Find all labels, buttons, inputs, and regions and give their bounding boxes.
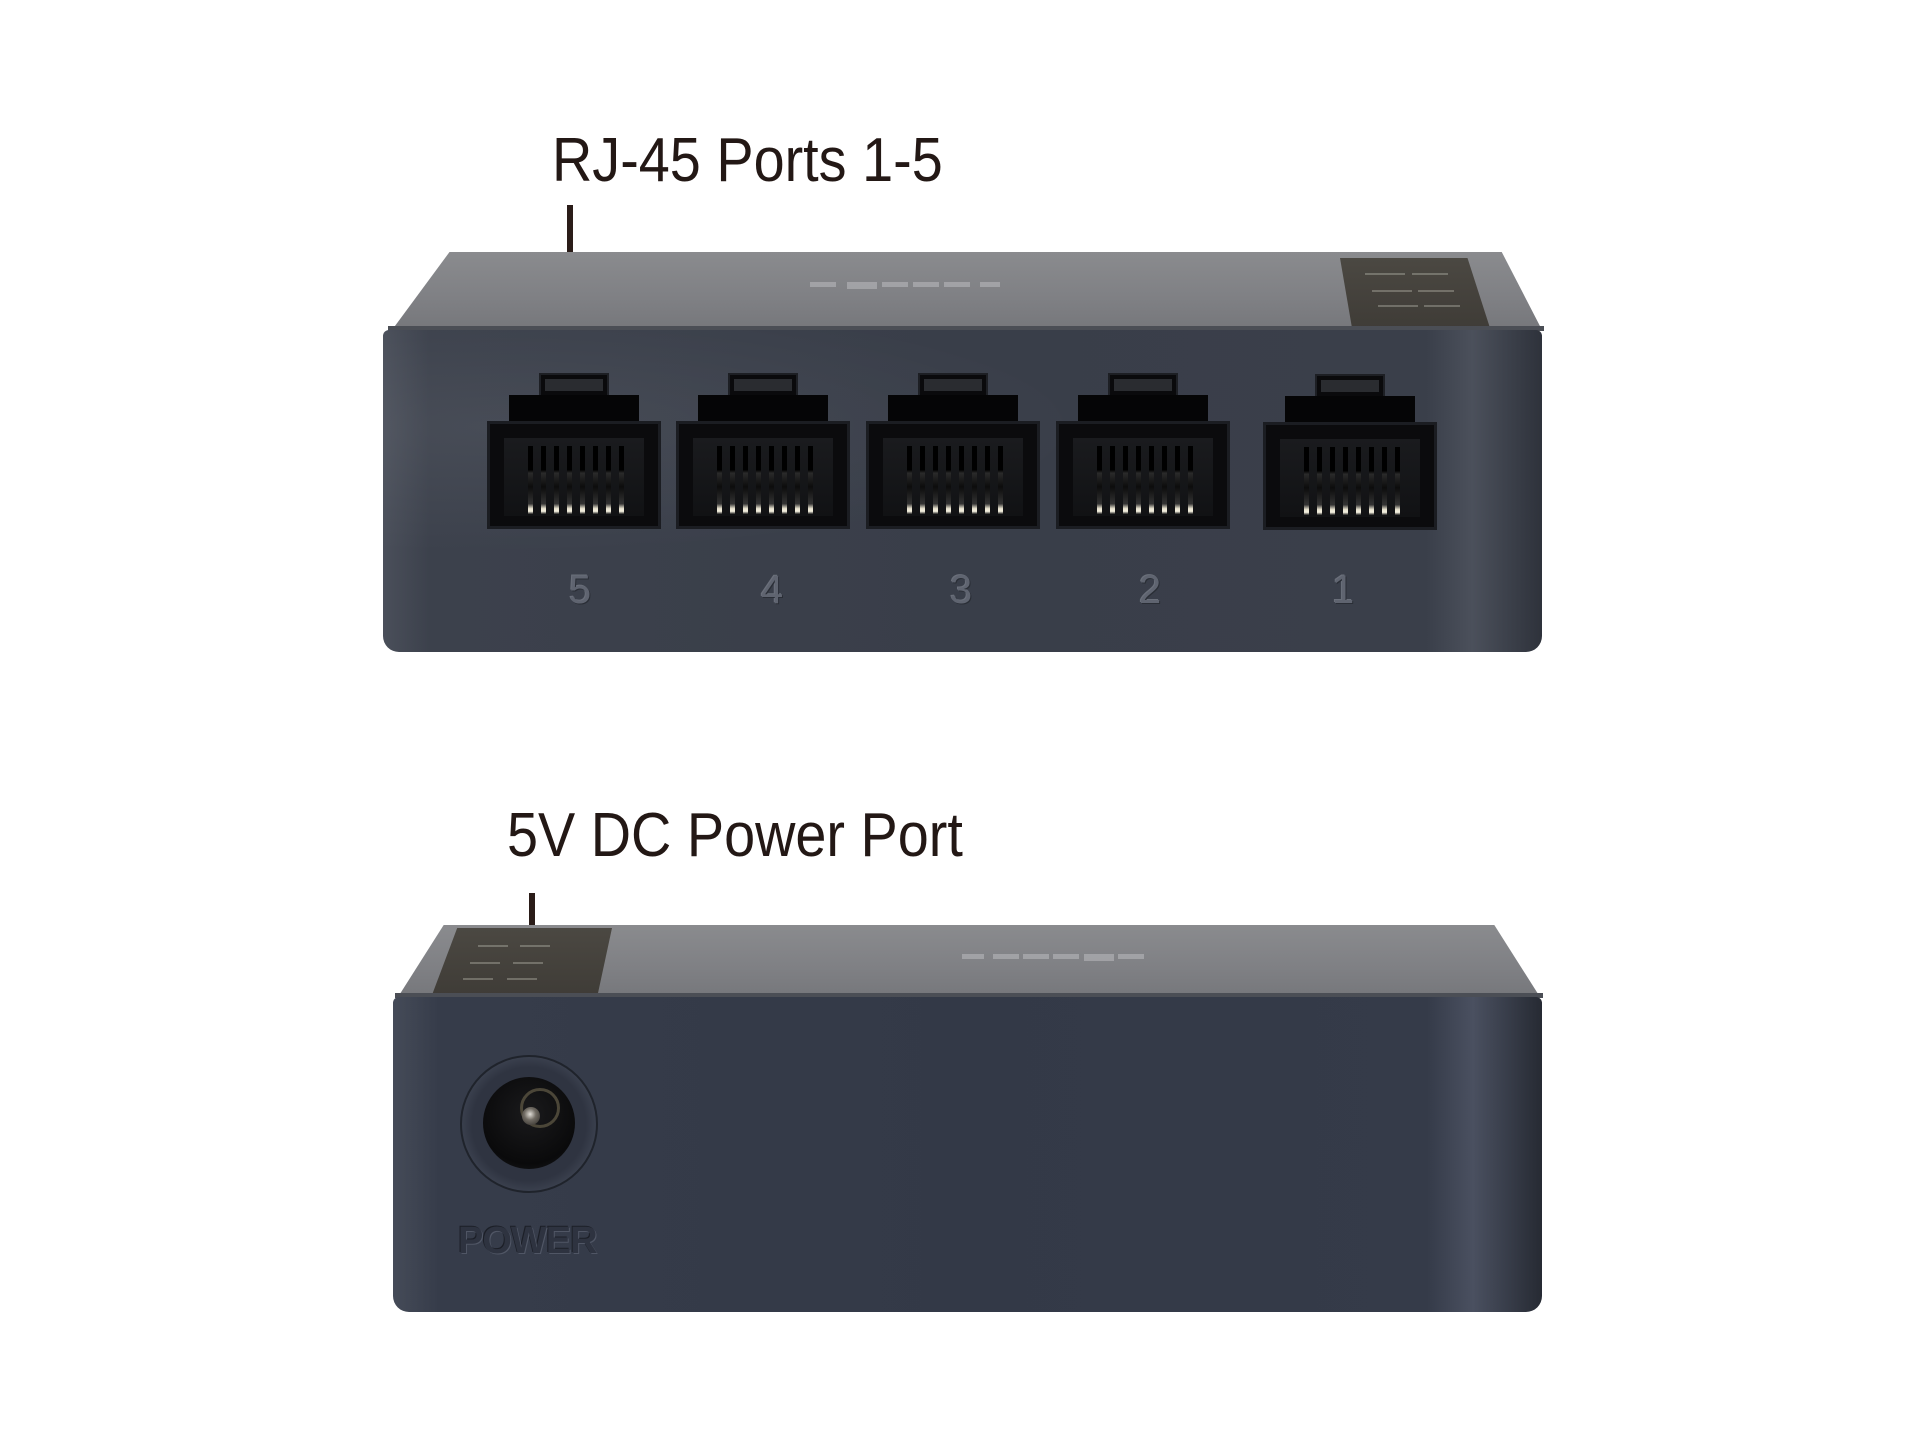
rj45-port-3 bbox=[866, 373, 1040, 529]
power-port-label: POWER bbox=[458, 1220, 598, 1262]
port-label-4: 4 bbox=[760, 568, 784, 612]
led-indicator-panel bbox=[1340, 258, 1490, 328]
port-label-3: 3 bbox=[949, 568, 973, 612]
port-label-5: 5 bbox=[568, 568, 592, 612]
led-indicator-panel bbox=[432, 928, 612, 995]
dc-jack-center-pin bbox=[522, 1107, 540, 1125]
callout-rj45-ports: RJ-45 Ports 1-5 bbox=[552, 126, 943, 195]
port-label-2: 2 bbox=[1138, 568, 1162, 612]
callout-dc-power-port: 5V DC Power Port bbox=[507, 801, 963, 870]
rj45-port-4 bbox=[676, 373, 850, 529]
port-label-1: 1 bbox=[1331, 568, 1355, 612]
rj45-port-5 bbox=[487, 373, 661, 529]
rj45-port-2 bbox=[1056, 373, 1230, 529]
rj45-port-1 bbox=[1263, 374, 1437, 530]
